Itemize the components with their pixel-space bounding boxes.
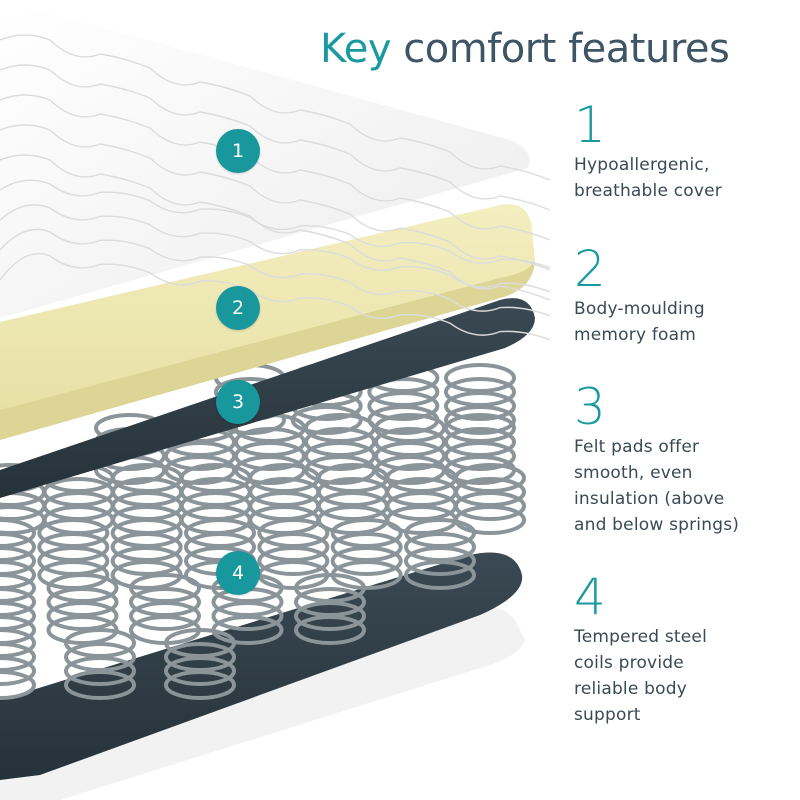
quilt-line (0, 204, 551, 293)
quilt-line (0, 228, 551, 317)
coil-ring (110, 518, 183, 548)
coil-ring (0, 518, 36, 548)
feature-felt: 3 Felt pads offer smooth, even insulatio… (574, 382, 796, 538)
coil-ring (330, 532, 403, 562)
coil-ring (64, 628, 136, 658)
coil-ring (37, 518, 110, 548)
quilt-line (0, 34, 551, 181)
feature-cover: 1 Hypoallergenic, breathable cover (574, 100, 796, 204)
coil-ring (64, 642, 136, 672)
badge-coils: 4 (216, 551, 260, 595)
quilt-line (0, 94, 551, 241)
badge-felt: 3 (216, 380, 260, 424)
coil-ring (0, 532, 36, 562)
coil-ring (367, 377, 440, 407)
badge-foam: 2 (216, 286, 260, 330)
coil-ring (0, 656, 36, 686)
coil-ring (164, 628, 236, 658)
bottom-felt-pad (0, 552, 523, 780)
coil-ring (0, 573, 36, 603)
coil-ring (404, 532, 476, 562)
quilt-line (0, 253, 551, 341)
coil-ring (46, 573, 119, 603)
badge-cover: 1 (216, 129, 260, 173)
feature-coils: 4 Tempered steel coils provide reliable … (574, 572, 796, 728)
quilt-line (0, 154, 551, 301)
coil-ring (0, 601, 36, 631)
coil-ring (37, 532, 110, 562)
feature-number: 3 (574, 378, 606, 436)
feature-foam: 2 Body-moulding memory foam (574, 244, 796, 348)
feature-description: Tempered steel coils provide reliable bo… (574, 627, 707, 725)
feature-description: Hypoallergenic, breathable cover (574, 155, 722, 201)
coil-ring (444, 427, 516, 457)
coil-ring (0, 642, 36, 672)
coil-ring (294, 587, 366, 617)
coil-ring (444, 363, 516, 393)
memory-foam-edge (0, 262, 535, 440)
coil-ring (129, 587, 201, 617)
coil-ring (0, 615, 36, 645)
feature-number: 4 (574, 568, 606, 626)
quilt-pattern (0, 34, 551, 341)
coil-ring (257, 532, 330, 562)
coil-ring (0, 628, 36, 658)
feature-description: Felt pads offer smooth, even insulation … (574, 437, 740, 535)
coil-ring (454, 477, 526, 507)
quilt-line (0, 179, 551, 269)
coil-ring (444, 377, 516, 407)
coil-ring (110, 532, 183, 562)
coil-ring (184, 518, 256, 548)
top-felt-pad (0, 298, 535, 498)
coil-ring (0, 560, 36, 590)
quilt-line (0, 64, 551, 211)
title-accent: Key (320, 26, 392, 72)
coil-ring (0, 670, 36, 700)
page-title: Key comfort features (320, 26, 730, 72)
coil-ring (454, 463, 526, 493)
coil-ring (164, 642, 236, 672)
feature-description: Body-moulding memory foam (574, 299, 705, 345)
quilt-line (0, 124, 551, 271)
coil-ring (330, 518, 403, 548)
coil-ring (404, 518, 476, 548)
title-rest: comfort features (403, 26, 730, 72)
coil-ring (46, 587, 119, 617)
feature-number: 1 (574, 96, 606, 154)
feature-number: 2 (574, 240, 606, 298)
coil-ring (294, 573, 366, 603)
coil-ring (257, 518, 330, 548)
coil-ring (444, 413, 516, 443)
coil-ring (129, 573, 201, 603)
coil-ring (0, 546, 36, 576)
base-layer (0, 606, 525, 800)
quilted-cover-layer (0, 10, 530, 318)
coil-ring (0, 587, 36, 617)
